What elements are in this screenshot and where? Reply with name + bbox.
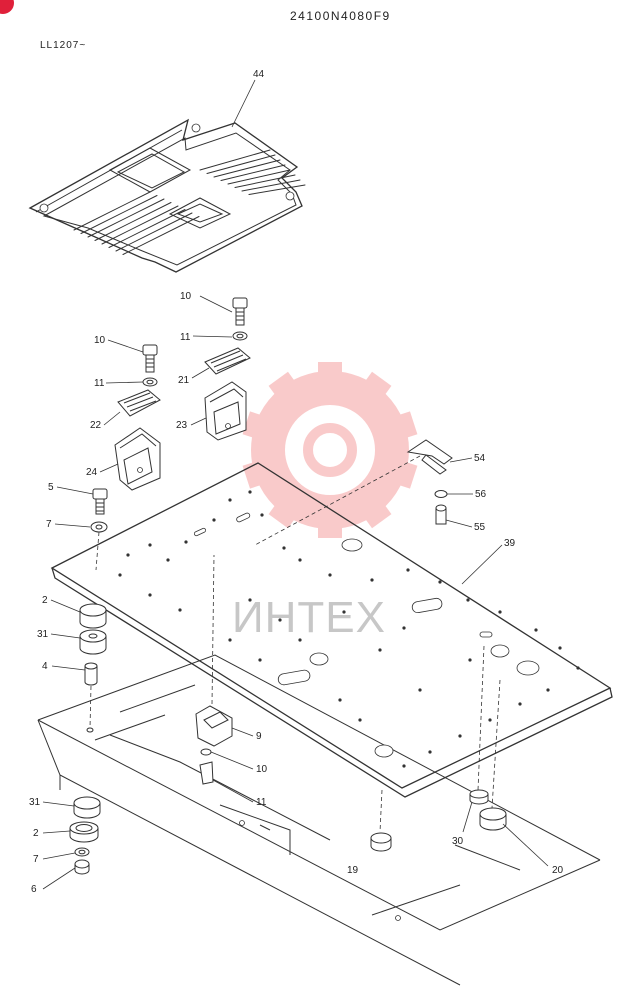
foot-19: [370, 789, 392, 852]
callout-24: 24: [86, 467, 98, 478]
drawing-code: 24100N4080F9: [290, 9, 391, 23]
pedal-bracket-23: [204, 381, 247, 441]
callout-10: 10: [256, 764, 268, 775]
foot-30: [469, 645, 489, 805]
watermark-text: ИНТЕХ: [232, 593, 386, 642]
pedal-bracket-24: [114, 427, 161, 491]
callout-9: 9: [256, 731, 262, 742]
bracket-54: [254, 439, 453, 546]
callout-23: 23: [176, 420, 188, 431]
bolt-10-left: [142, 344, 158, 387]
pedal-pad-22: [117, 389, 161, 417]
callout-10: 10: [94, 335, 106, 346]
callout-39: 39: [504, 538, 516, 549]
callout-56: 56: [475, 489, 487, 500]
callout-2: 2: [42, 595, 48, 606]
callout-7: 7: [33, 854, 39, 865]
callout-11: 11: [94, 378, 105, 389]
leader-lines: [42, 79, 549, 890]
callout-labels: 44 10 11 21 23 10 11 22 24 5 7 2 31 4 54…: [29, 69, 564, 895]
callout-7: 7: [46, 519, 52, 530]
main-plate: [50, 462, 613, 798]
rubber-mount-2: [79, 603, 107, 629]
callout-55: 55: [474, 522, 486, 533]
callout-20: 20: [552, 865, 564, 876]
callout-30: 30: [452, 836, 464, 847]
floor-mat: [28, 118, 306, 273]
callout-22: 22: [90, 420, 102, 431]
serial-range: LL1207~: [40, 40, 87, 51]
callout-11: 11: [180, 332, 191, 343]
base-frame: [37, 654, 601, 986]
corner-badge-icon: [0, 0, 14, 14]
rubber-mount-2-lower: [69, 821, 99, 843]
foot-20: [479, 679, 507, 831]
callout-21: 21: [178, 375, 190, 386]
washer-56: [434, 490, 448, 498]
callout-31: 31: [29, 797, 41, 808]
callout-2: 2: [33, 828, 39, 839]
watermark-gear-icon: [242, 362, 418, 538]
spacer-31: [79, 629, 107, 655]
nut-6: [74, 859, 90, 875]
bolt-55: [435, 504, 447, 525]
bolt-5: [90, 488, 108, 571]
callout-6: 6: [31, 884, 37, 895]
washer-7-lower: [74, 847, 90, 857]
pedal-pad-21: [204, 347, 251, 375]
callout-31: 31: [37, 629, 49, 640]
callout-5: 5: [48, 482, 54, 493]
spacer-31-lower: [73, 796, 101, 819]
callout-11: 11: [256, 797, 267, 808]
callout-10: 10: [180, 291, 192, 302]
callout-54: 54: [474, 453, 486, 464]
bracket-9: [195, 554, 233, 785]
sleeve-4: [84, 662, 98, 733]
callout-44: 44: [253, 69, 265, 80]
bolt-10-right: [232, 297, 248, 341]
callout-4: 4: [42, 661, 48, 672]
callout-19: 19: [347, 865, 359, 876]
